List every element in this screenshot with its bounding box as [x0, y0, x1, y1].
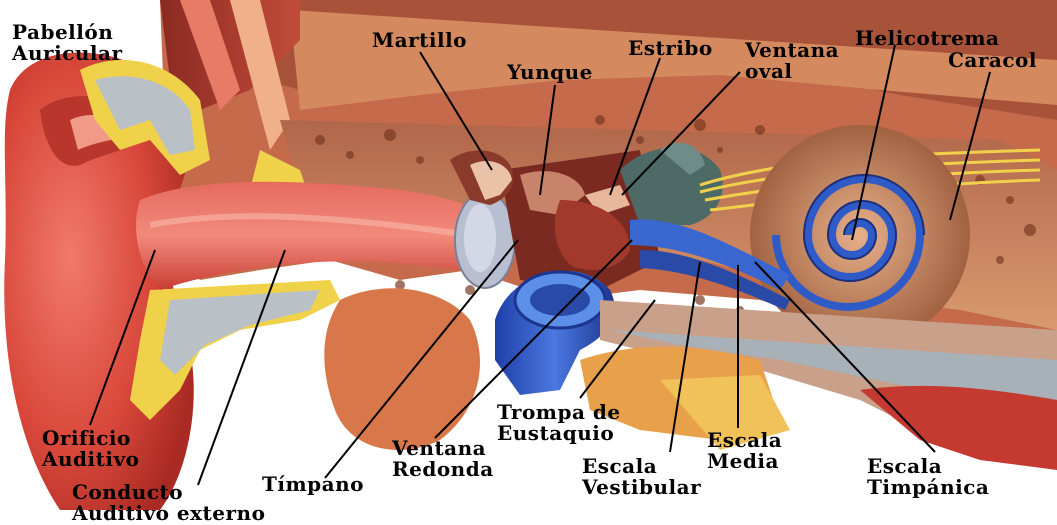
label-trompa: Trompa de Eustaquio [497, 402, 621, 444]
label-yunque: Yunque [507, 62, 593, 83]
label-ventana-oval: Ventana oval [745, 40, 839, 82]
label-escala-media-line1: Escala [707, 430, 782, 451]
label-escala-media-line2: Media [707, 451, 782, 472]
label-ventana-redonda-line2: Redonda [392, 459, 494, 480]
label-pabellon-line2: Auricular [12, 43, 123, 64]
label-pabellon: Pabellón Auricular [12, 22, 123, 64]
label-helicotrema: Helicotrema [855, 28, 999, 49]
label-ventana-redonda: Ventana Redonda [392, 438, 494, 480]
label-ventana-oval-line1: Ventana [745, 40, 839, 61]
label-martillo: Martillo [372, 30, 467, 51]
label-trompa-line1: Trompa de [497, 402, 621, 423]
label-escala-media: Escala Media [707, 430, 782, 472]
label-escala-timpanica-line1: Escala [867, 456, 989, 477]
label-orificio-line2: Auditivo [42, 449, 139, 470]
label-trompa-line2: Eustaquio [497, 423, 621, 444]
parotid-region [324, 288, 480, 450]
label-escala-timpanica: Escala Timpánica [867, 456, 989, 498]
label-estribo: Estribo [628, 38, 713, 59]
label-escala-vestibular-line1: Escala [582, 456, 701, 477]
label-orificio-line1: Orificio [42, 428, 139, 449]
label-timpano: Tímpano [262, 474, 364, 495]
label-pabellon-line1: Pabellón [12, 22, 123, 43]
label-ventana-oval-line2: oval [745, 61, 839, 82]
label-conducto: Conducto Auditivo externo [72, 482, 265, 524]
label-caracol: Caracol [948, 50, 1037, 71]
label-conducto-line1: Conducto [72, 482, 265, 503]
label-ventana-redonda-line1: Ventana [392, 438, 494, 459]
cochlea [750, 125, 970, 345]
label-escala-vestibular: Escala Vestibular [582, 456, 701, 498]
label-escala-vestibular-line2: Vestibular [582, 477, 701, 498]
label-orificio: Orificio Auditivo [42, 428, 139, 470]
label-escala-timpanica-line2: Timpánica [867, 477, 989, 498]
